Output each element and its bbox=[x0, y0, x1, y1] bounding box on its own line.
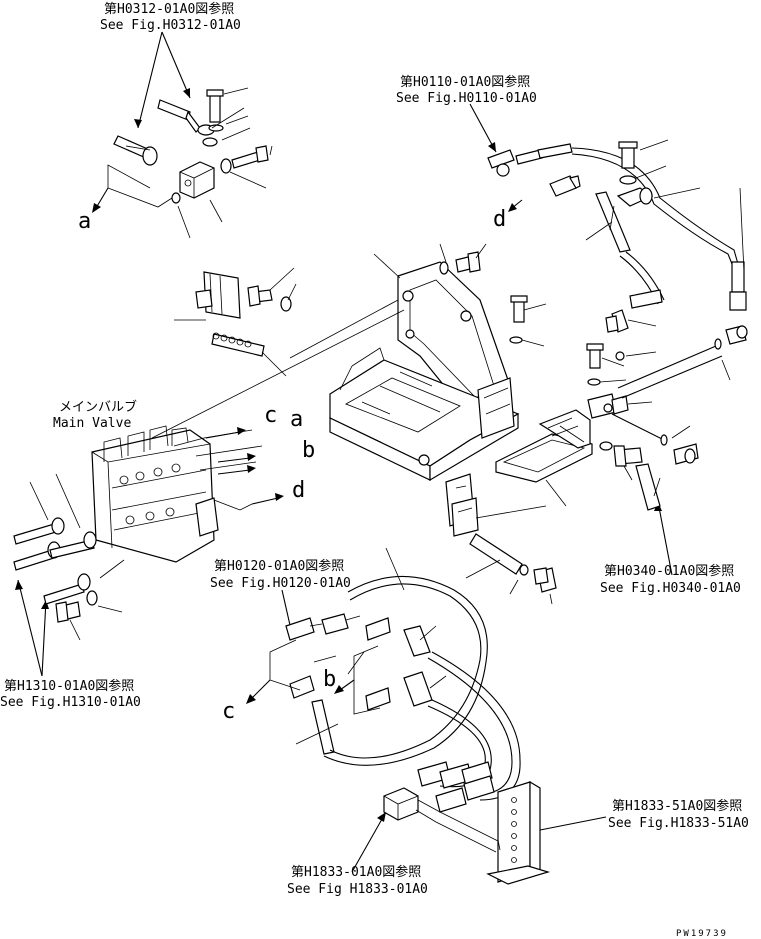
top-right-hoses bbox=[487, 139, 747, 311]
ref-h1833-01: 第H1833-01A0図参照 See Fig H1833-01A0 bbox=[287, 864, 428, 897]
main-valve-jp: メインバルブ bbox=[59, 399, 137, 415]
letter-a-top-left: a bbox=[78, 209, 91, 234]
pedestal-bracket bbox=[486, 780, 551, 885]
right-lower-bracket bbox=[495, 409, 593, 507]
letter-b-valve: b bbox=[302, 438, 315, 463]
ref-h0110-jp: 第H0110-01A0図参照 bbox=[400, 74, 530, 90]
ref-h0312-jp: 第H0312-01A0図参照 bbox=[104, 1, 234, 17]
frame-leader bbox=[289, 299, 399, 359]
main-valve bbox=[13, 425, 284, 641]
top-left-cluster bbox=[113, 87, 273, 239]
ref-h0340-jp: 第H0340-01A0図参照 bbox=[604, 563, 734, 579]
drawing-number: PW19739 bbox=[676, 929, 728, 939]
letter-d-top: d bbox=[493, 207, 506, 232]
ref-h0110: 第H0110-01A0図参照 See Fig.H0110-01A0 bbox=[396, 74, 537, 106]
letter-a-valve: a bbox=[290, 407, 303, 432]
middle-bracket bbox=[445, 473, 557, 605]
ref-h1310: 第H1310-01A0図参照 See Fig.H1310-01A0 bbox=[0, 678, 141, 710]
ref-h1833-51: 第H1833-51A0図参照 See Fig.H1833-51A0 bbox=[608, 798, 749, 831]
right-fittings bbox=[586, 309, 748, 511]
ref-h1833-51-en: See Fig.H1833-51A0 bbox=[608, 816, 749, 831]
ref-h0340: 第H0340-01A0図参照 See Fig.H0340-01A0 bbox=[600, 563, 741, 596]
ref-h1310-jp: 第H1310-01A0図参照 bbox=[4, 678, 134, 694]
letter-d-valve: d bbox=[292, 478, 305, 503]
main-valve-en: Main Valve bbox=[53, 416, 131, 431]
letter-c-valve: c bbox=[264, 403, 277, 428]
main-frame bbox=[329, 243, 547, 482]
main-valve-label: メインバルブ Main Valve bbox=[53, 399, 137, 431]
letter-b-lower: b bbox=[323, 667, 336, 692]
frame-leader-2 bbox=[151, 309, 405, 439]
ref-h0340-en: See Fig.H0340-01A0 bbox=[600, 581, 741, 596]
ref-h0120-jp: 第H0120-01A0図参照 bbox=[214, 558, 344, 574]
lower-fittings bbox=[246, 547, 521, 853]
bracket-a-top bbox=[92, 164, 173, 213]
ref-h0312-en: See Fig.H0312-01A0 bbox=[100, 18, 241, 33]
ref-h1833-01-jp: 第H1833-01A0図参照 bbox=[291, 864, 421, 880]
letter-c-lower: c bbox=[222, 699, 235, 724]
ref-h1310-en: See Fig.H1310-01A0 bbox=[0, 695, 141, 710]
ref-h1833-01-en: See Fig H1833-01A0 bbox=[287, 882, 428, 897]
left-bracket-plate bbox=[174, 267, 297, 377]
ref-h0110-en: See Fig.H0110-01A0 bbox=[396, 91, 537, 106]
ref-h0120: 第H0120-01A0図参照 See Fig.H0120-01A0 bbox=[210, 558, 351, 591]
ref-h0312: 第H0312-01A0図参照 See Fig.H0312-01A0 bbox=[100, 1, 241, 33]
ref-h1833-51-jp: 第H1833-51A0図参照 bbox=[612, 798, 742, 814]
ref-h0120-en: See Fig.H0120-01A0 bbox=[210, 576, 351, 591]
